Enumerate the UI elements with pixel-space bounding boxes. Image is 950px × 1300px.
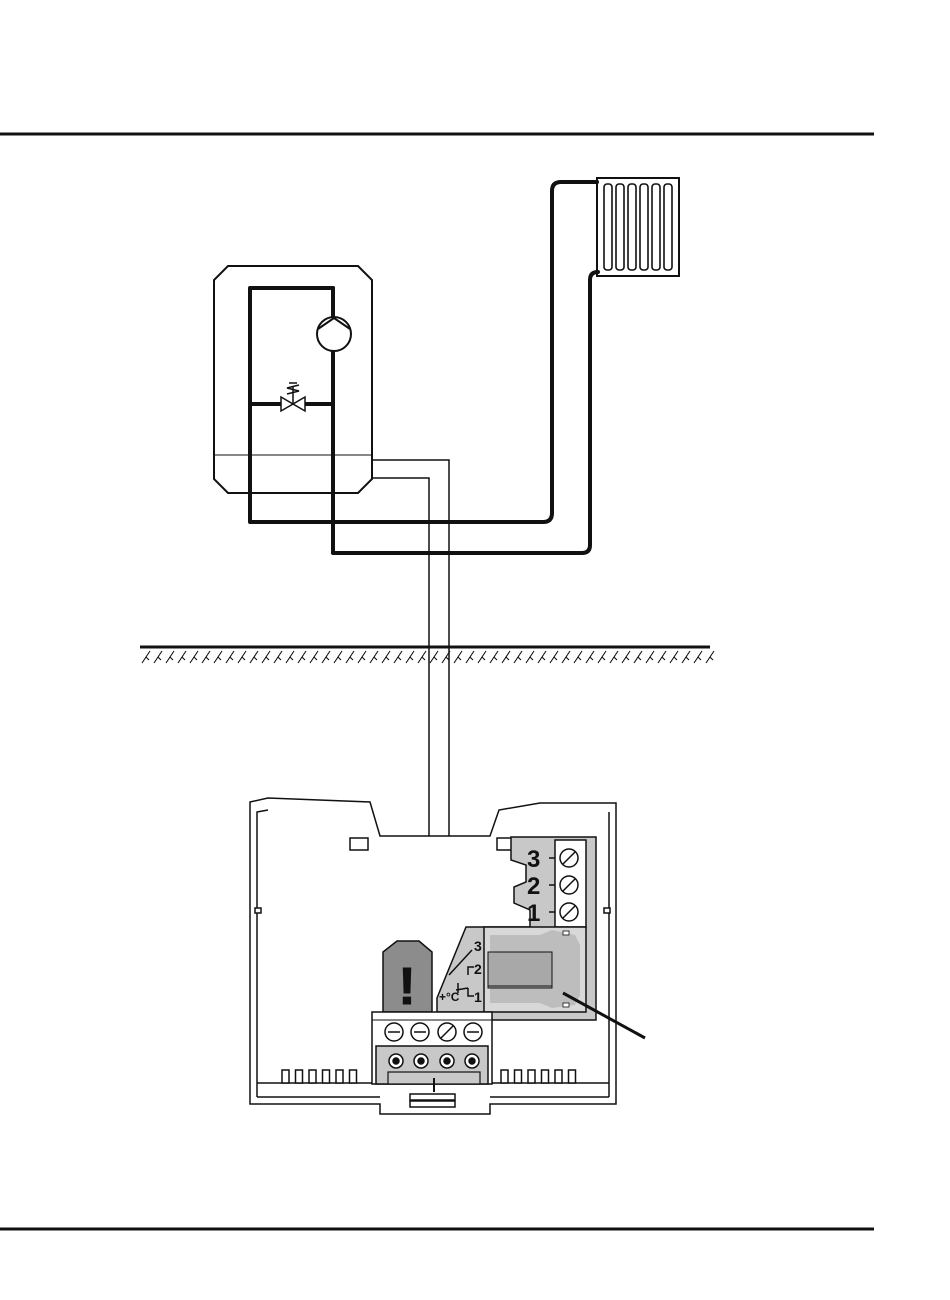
hatch-tick bbox=[146, 657, 149, 660]
hatch-tick bbox=[374, 657, 377, 660]
hatch-tick bbox=[506, 657, 509, 660]
hatch-tick bbox=[398, 657, 401, 660]
screw-icon bbox=[438, 1023, 456, 1041]
hatch-tick bbox=[266, 657, 269, 660]
terminal-label-3: 3 bbox=[527, 846, 540, 873]
hatch-tick bbox=[182, 657, 185, 660]
hatch-tick bbox=[206, 657, 209, 660]
vent-slot bbox=[569, 1070, 576, 1083]
radiator-icon bbox=[597, 178, 679, 276]
hatch-tick bbox=[458, 657, 461, 660]
hatch-tick bbox=[638, 657, 641, 660]
hatch-tick bbox=[626, 657, 629, 660]
screw-icon bbox=[464, 1023, 482, 1041]
relay-contact-label-2: 2 bbox=[474, 961, 482, 977]
terminal-label-2: 2 bbox=[527, 873, 540, 900]
temperature-symbol: +°C bbox=[439, 990, 460, 1004]
hatch-tick bbox=[530, 657, 533, 660]
relay-contact-label-3: 3 bbox=[474, 938, 482, 954]
hatch-tick bbox=[194, 657, 197, 660]
hatch-tick bbox=[566, 657, 569, 660]
warning-symbol: ! bbox=[398, 958, 415, 1016]
hatch-tick bbox=[494, 657, 497, 660]
hatch-tick bbox=[314, 657, 317, 660]
hatch-tick bbox=[434, 657, 437, 660]
vent-slot bbox=[323, 1070, 330, 1083]
terminal-screws bbox=[560, 849, 578, 921]
terminal-label-1: 1 bbox=[527, 900, 540, 927]
hatch-tick bbox=[662, 657, 665, 660]
hatch-tick bbox=[542, 657, 545, 660]
hatch-tick bbox=[386, 657, 389, 660]
hatch-tick bbox=[242, 657, 245, 660]
hatch-tick bbox=[578, 657, 581, 660]
vent-slot bbox=[555, 1070, 562, 1083]
pump-icon bbox=[317, 317, 351, 351]
boiler-unit bbox=[214, 266, 372, 493]
hatch-tick bbox=[158, 657, 161, 660]
vent-slot bbox=[501, 1070, 508, 1083]
hatch-tick bbox=[410, 657, 413, 660]
hatch-tick bbox=[698, 657, 701, 660]
relay-contact-label-1: 1 bbox=[474, 989, 482, 1005]
hatch-tick bbox=[278, 657, 281, 660]
vent-slot bbox=[528, 1070, 535, 1083]
vent-slot bbox=[542, 1070, 549, 1083]
vent-slot bbox=[309, 1070, 316, 1083]
warning-icon: ! bbox=[383, 941, 432, 1016]
hatch-tick bbox=[710, 657, 713, 660]
screw-icon bbox=[560, 876, 578, 894]
hatch-tick bbox=[482, 657, 485, 660]
hatch-tick bbox=[362, 657, 365, 660]
hatch-tick bbox=[170, 657, 173, 660]
hatch-tick bbox=[302, 657, 305, 660]
hatch-tick bbox=[602, 657, 605, 660]
hatch-tick bbox=[338, 657, 341, 660]
vent-slot bbox=[336, 1070, 343, 1083]
ground-hatch bbox=[140, 647, 714, 663]
vent-slot bbox=[515, 1070, 522, 1083]
screw-icon bbox=[411, 1023, 429, 1041]
screw-icon bbox=[385, 1023, 403, 1041]
vent-slot bbox=[350, 1070, 357, 1083]
hatch-tick bbox=[518, 657, 521, 660]
hatch-tick bbox=[554, 657, 557, 660]
vent-slot bbox=[296, 1070, 303, 1083]
hatch-tick bbox=[230, 657, 233, 660]
screw-icon bbox=[560, 903, 578, 921]
hatch-tick bbox=[326, 657, 329, 660]
power-terminal-block bbox=[372, 1012, 492, 1092]
hatch-tick bbox=[614, 657, 617, 660]
hatch-tick bbox=[218, 657, 221, 660]
screw-icon bbox=[560, 849, 578, 867]
hatch-tick bbox=[470, 657, 473, 660]
relay-module bbox=[484, 927, 586, 1012]
hatch-tick bbox=[686, 657, 689, 660]
hatch-tick bbox=[254, 657, 257, 660]
hatch-tick bbox=[674, 657, 677, 660]
hatch-tick bbox=[422, 657, 425, 660]
hatch-tick bbox=[590, 657, 593, 660]
hatch-tick bbox=[650, 657, 653, 660]
hatch-tick bbox=[350, 657, 353, 660]
hatch-tick bbox=[290, 657, 293, 660]
vent-slot bbox=[282, 1070, 289, 1083]
